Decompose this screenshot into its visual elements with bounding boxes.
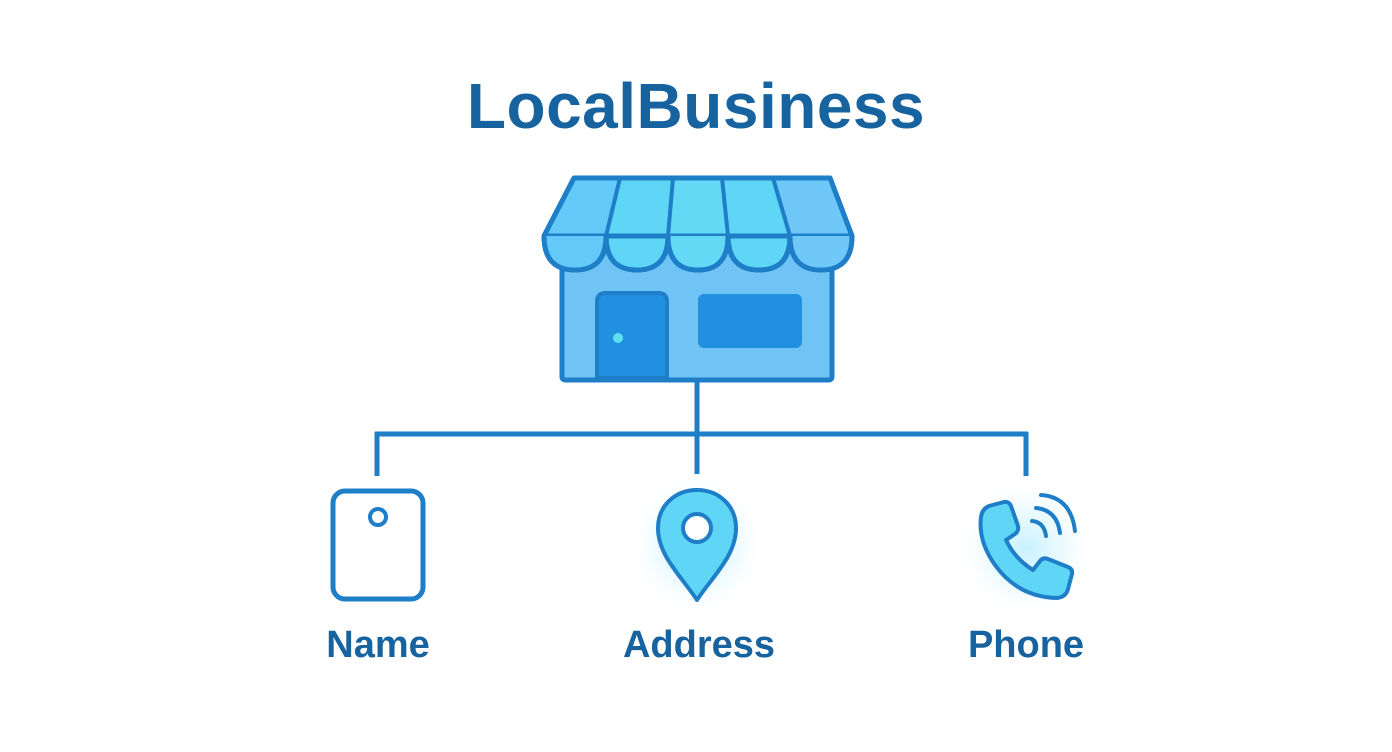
diagram-title: LocalBusiness bbox=[466, 70, 926, 142]
tag-icon bbox=[330, 488, 426, 602]
map-pin-icon bbox=[627, 475, 767, 615]
name-label: Name bbox=[326, 624, 430, 666]
phone-icon bbox=[958, 480, 1094, 616]
connector-lines bbox=[374, 380, 1029, 476]
address-label: Address bbox=[622, 624, 776, 666]
phone-label: Phone bbox=[967, 624, 1085, 666]
storefront-icon bbox=[541, 175, 855, 383]
